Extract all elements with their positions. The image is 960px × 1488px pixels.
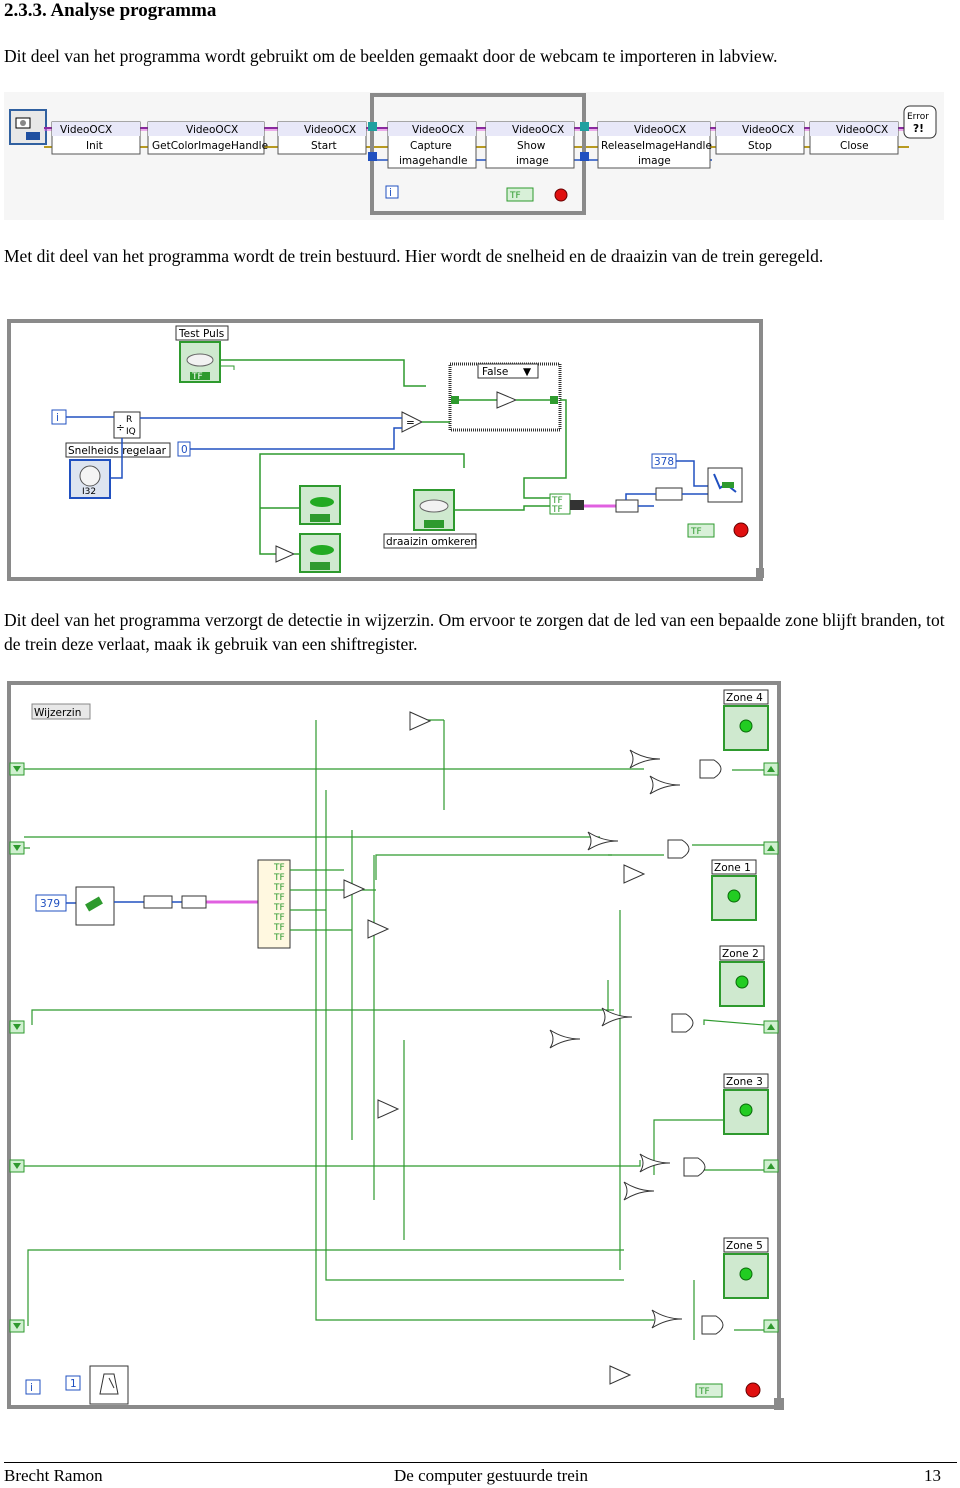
svg-text:VideoOCX: VideoOCX (512, 124, 564, 136)
videoocx-stop-node[interactable]: VideoOCX Stop (715, 121, 805, 155)
svg-text:TF: TF (273, 863, 285, 873)
svg-text:VideoOCX: VideoOCX (634, 124, 686, 136)
svg-text:draaizin omkeren: draaizin omkeren (386, 536, 477, 548)
footer-author: Brecht Ramon (4, 1466, 103, 1485)
svg-text:TF: TF (551, 496, 563, 506)
svg-text:TF: TF (273, 923, 285, 933)
case-structure: False ▼ (448, 362, 562, 432)
in-port-icon[interactable] (75, 886, 115, 926)
svg-text:Show: Show (517, 140, 546, 152)
svg-text:TF: TF (551, 505, 563, 515)
svg-text:VideoOCX: VideoOCX (186, 124, 238, 136)
videoocx-getcolorimagehandle-node[interactable]: VideoOCX GetColorImageHandle (147, 121, 268, 155)
svg-text:TF: TF (273, 883, 285, 893)
loop-index-label: i (30, 1382, 33, 1394)
svg-text:Zone 1: Zone 1 (714, 862, 751, 874)
svg-text:ReleaseImageHandle: ReleaseImageHandle (601, 140, 712, 152)
out-port-icon[interactable] (707, 467, 743, 503)
svg-text:Test Puls: Test Puls (178, 328, 224, 340)
svg-text:VideoOCX: VideoOCX (304, 124, 356, 136)
camera-icon (9, 109, 47, 145)
loop-index-label: i (56, 412, 59, 424)
led-indicator-1 (299, 485, 341, 525)
zone-2-led: Zone 2 (719, 945, 765, 1007)
svg-text:Zone 3: Zone 3 (726, 1076, 763, 1088)
svg-text:÷: ÷ (116, 422, 125, 434)
svg-text:TF: TF (690, 527, 702, 537)
error-handler-icon[interactable]: Error ?! (903, 105, 937, 139)
led-indicator-2 (299, 533, 341, 573)
svg-text:▼: ▼ (523, 366, 532, 378)
webcam-block-diagram: i TF VideoOCX Init VideoOCX GetColorImag… (4, 92, 944, 220)
zone-1-led: Zone 1 (711, 859, 757, 921)
svg-text:Init: Init (86, 140, 103, 152)
stop-icon[interactable] (745, 1382, 761, 1398)
stop-icon[interactable] (733, 522, 749, 538)
svg-text:image: image (516, 155, 549, 167)
quotient-remainder-icon: R ÷ IQ (113, 411, 141, 439)
detection-paragraph: Dit deel van het programma verzorgt de d… (4, 610, 945, 654)
train-paragraph: Met dit deel van het programma wordt de … (4, 246, 824, 266)
videoocx-show-node[interactable]: VideoOCX Show image (485, 121, 575, 169)
svg-text:Zone 5: Zone 5 (726, 1240, 763, 1252)
wait-constant: 1 (70, 1378, 77, 1390)
videoocx-capture-node[interactable]: VideoOCX Capture imagehandle (387, 121, 477, 169)
svg-text:Error: Error (907, 112, 929, 122)
svg-text:imagehandle: imagehandle (399, 155, 468, 167)
videoocx-close-node[interactable]: VideoOCX Close (809, 121, 899, 155)
svg-text:image: image (638, 155, 671, 167)
detection-block-diagram: Wijzerzin (4, 680, 784, 1412)
svg-text:VideoOCX: VideoOCX (412, 124, 464, 136)
svg-text:VideoOCX: VideoOCX (60, 124, 112, 136)
svg-text:TF: TF (273, 873, 285, 883)
index-array-node: TF TF TF TF TF TF TF TF (257, 859, 291, 949)
speed-control[interactable]: Snelheids regelaar I32 (65, 442, 171, 499)
wait-timer-icon (89, 1365, 129, 1405)
page-footer: Brecht Ramon De computer gestuurde trein… (4, 1462, 957, 1488)
svg-text:TF: TF (273, 933, 285, 943)
case-selector[interactable]: False (482, 366, 508, 378)
svg-text:GetColorImageHandle: GetColorImageHandle (152, 140, 268, 152)
zone-4-led: Zone 4 (723, 689, 769, 751)
direction-reverse-control[interactable]: draaizin omkeren (383, 489, 477, 549)
svg-text:TF: TF (191, 372, 203, 382)
intro-paragraph: Dit deel van het programma wordt gebruik… (4, 46, 778, 66)
svg-text:Capture: Capture (410, 140, 452, 152)
wijzerzin-label: Wijzerzin (34, 707, 81, 719)
zone-3-led: Zone 3 (723, 1073, 769, 1135)
svg-text:TF: TF (509, 191, 521, 201)
svg-text:TF: TF (273, 893, 285, 903)
svg-text:TF: TF (698, 1387, 710, 1397)
zone-5-led: Zone 5 (723, 1237, 769, 1299)
test-puls-control[interactable]: Test Puls TF (175, 325, 229, 383)
svg-text:R: R (126, 415, 132, 425)
svg-text:Zone 4: Zone 4 (726, 692, 763, 704)
zero-constant: 0 (181, 444, 188, 456)
port-constant: 378 (654, 456, 674, 468)
section-heading: 2.3.3. Analyse programma (4, 0, 217, 21)
videoocx-start-node[interactable]: VideoOCX Start (277, 121, 367, 155)
svg-text:=: = (406, 417, 415, 429)
stop-icon[interactable] (554, 188, 568, 202)
svg-text:VideoOCX: VideoOCX (742, 124, 794, 136)
svg-text:Start: Start (311, 140, 337, 152)
svg-text:Zone 2: Zone 2 (722, 948, 759, 960)
svg-text:?!: ?! (913, 123, 924, 135)
loop-index-label: i (389, 187, 392, 199)
videoocx-releaseimagehandle-node[interactable]: VideoOCX ReleaseImageHandle image (597, 121, 712, 169)
videoocx-init-node[interactable]: VideoOCX Init (51, 121, 141, 155)
svg-text:I32: I32 (82, 487, 96, 497)
svg-text:Stop: Stop (748, 140, 772, 152)
svg-text:VideoOCX: VideoOCX (836, 124, 888, 136)
svg-text:IQ: IQ (126, 427, 136, 437)
svg-text:TF: TF (273, 903, 285, 913)
port-constant: 379 (40, 898, 60, 910)
svg-text:Snelheids regelaar: Snelheids regelaar (68, 445, 167, 457)
train-control-block-diagram: Test Puls TF False ▼ i R ÷ (4, 318, 764, 584)
footer-title: De computer gestuurde trein (394, 1466, 589, 1485)
footer-page-number: 13 (924, 1466, 941, 1485)
svg-text:Close: Close (840, 140, 869, 152)
svg-text:TF: TF (273, 913, 285, 923)
